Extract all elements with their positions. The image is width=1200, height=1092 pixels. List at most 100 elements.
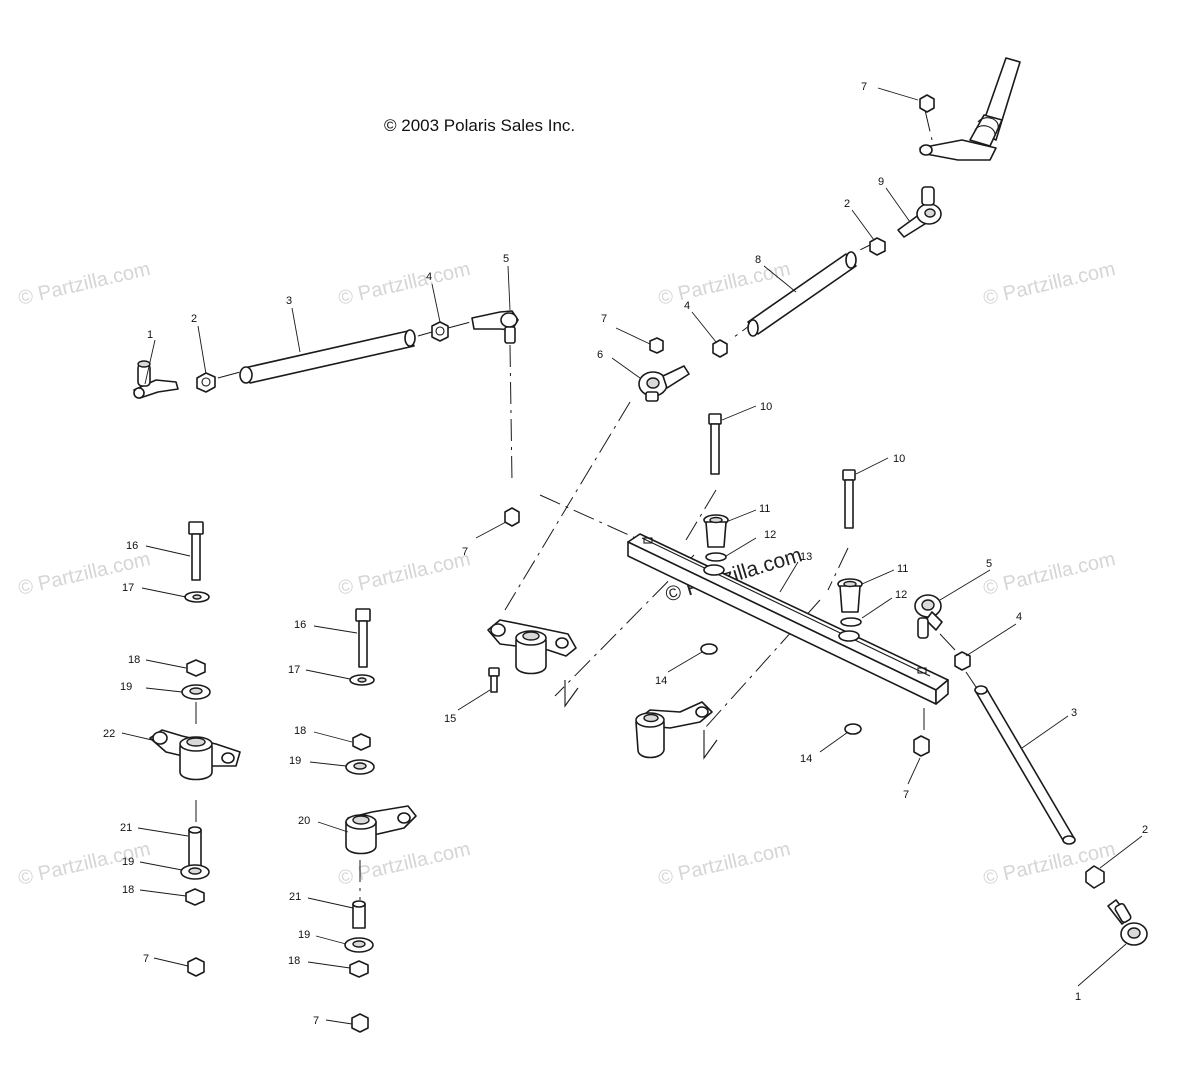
callout-19: 19 [289, 755, 301, 767]
tie-rod-tube-left [239, 329, 416, 384]
nut-7-center [504, 507, 520, 527]
copyright-notice: © 2003 Polaris Sales Inc. [384, 116, 575, 135]
callout-7: 7 [861, 81, 867, 93]
callout-21: 21 [289, 891, 301, 903]
callout-10: 10 [760, 401, 772, 413]
callout-14: 14 [655, 675, 667, 687]
callout-3: 3 [286, 295, 292, 307]
callout-22: 22 [103, 728, 115, 740]
jam-nut-left [196, 372, 216, 393]
callout-7: 7 [903, 789, 909, 801]
tie-rod-tube-lower-right [974, 685, 1076, 845]
spacer-19-middle-top [345, 759, 375, 775]
callout-7: 7 [462, 546, 468, 558]
watermark: © Partzilla.com [16, 258, 152, 310]
sleeve-21-left [188, 826, 202, 867]
steering-post [919, 57, 1021, 161]
bolt-15 [488, 667, 500, 693]
watermark: © Partzilla.com [656, 258, 792, 310]
callout-2: 2 [191, 313, 197, 325]
callout-4: 4 [684, 300, 690, 312]
callout-19: 19 [298, 929, 310, 941]
bolt-10-right [842, 469, 856, 529]
tie-rod-end-center [638, 365, 690, 402]
callout-12: 12 [764, 529, 776, 541]
spacer-19-left-top [181, 684, 211, 700]
callout-7: 7 [313, 1015, 319, 1027]
callout-10: 10 [893, 453, 905, 465]
idler-arm-20 [345, 805, 417, 855]
callout-16: 16 [294, 619, 306, 631]
callout-4: 4 [426, 271, 432, 283]
nut-7-middle-bottom [351, 1013, 369, 1033]
callouts: 1 2 3 4 5 7 9 2 8 4 7 6 10 10 11 12 13 1… [103, 81, 1148, 1027]
bushing-11-right [837, 578, 863, 613]
tie-rod-end-steering [897, 186, 942, 238]
callout-2: 2 [1142, 824, 1148, 836]
tie-rod-end-right-upper [914, 594, 943, 639]
callout-15: 15 [444, 713, 456, 725]
bolt-10-left [708, 413, 722, 475]
nut-18-middle-bottom [349, 960, 369, 978]
jam-nut-left-outer [431, 321, 449, 342]
callout-6: 6 [597, 349, 603, 361]
nut-14 [700, 643, 862, 735]
watermark: © Partzilla.com [336, 548, 472, 600]
jam-nut-lower-right [1085, 865, 1105, 889]
callout-1: 1 [147, 329, 153, 341]
nut-steering-top [919, 94, 935, 113]
bolt-16-left [188, 521, 204, 581]
callout-8: 8 [755, 254, 761, 266]
alignment-lines [195, 109, 979, 900]
callout-17: 17 [288, 664, 300, 676]
jam-nut-center [712, 339, 728, 358]
watermark: © Partzilla.com [336, 258, 472, 310]
spacer-19-middle-bottom [344, 937, 374, 953]
callout-18: 18 [288, 955, 300, 967]
callout-13: 13 [800, 551, 812, 563]
callout-11: 11 [897, 563, 908, 575]
jam-nut-right [954, 651, 971, 671]
crossmember [627, 533, 949, 705]
idler-arm-center-left [487, 619, 577, 675]
watermark: © Partzilla.com [656, 838, 792, 890]
nut-7-crossmember [913, 735, 930, 757]
callout-19: 19 [122, 856, 134, 868]
callout-2: 2 [844, 198, 850, 210]
callout-17: 17 [122, 582, 134, 594]
callout-18: 18 [122, 884, 134, 896]
callout-1: 1 [1075, 991, 1081, 1003]
callout-7: 7 [143, 953, 149, 965]
watermark-layer: © Partzilla.com © Partzilla.com © Partzi… [16, 258, 1117, 890]
bushing-11-left [703, 514, 729, 548]
idler-arm-center-right [635, 701, 713, 759]
callout-18: 18 [294, 725, 306, 737]
callout-5: 5 [986, 558, 992, 570]
callout-9: 9 [878, 176, 884, 188]
jam-nut-upper-right [869, 237, 886, 256]
callout-14: 14 [800, 753, 812, 765]
bolt-16-middle [355, 608, 371, 668]
callout-3: 3 [1071, 707, 1077, 719]
spacer-19-left-bottom [180, 864, 210, 880]
callout-19: 19 [120, 681, 132, 693]
callout-7: 7 [601, 313, 607, 325]
callout-11: 11 [759, 503, 770, 515]
tie-rod-end-left [133, 360, 179, 399]
callout-4: 4 [1016, 611, 1022, 623]
sleeve-21-middle [352, 900, 366, 929]
watermark: © Partzilla.com [981, 548, 1117, 600]
callout-12: 12 [895, 589, 907, 601]
nut-18-left-bottom [185, 888, 205, 906]
washer-17-left [184, 591, 210, 603]
tie-rod-tube-upper-right [747, 251, 857, 337]
tie-rod-end-left-outer [471, 310, 519, 344]
watermark: © Partzilla.com [981, 258, 1117, 310]
nut-7-left-bottom [187, 957, 205, 977]
nut-center-top [649, 337, 664, 354]
leader-lines [121, 87, 1143, 1025]
washer-17-middle [349, 674, 375, 686]
idler-arm-22 [149, 729, 241, 781]
callout-21: 21 [120, 822, 132, 834]
callout-18: 18 [128, 654, 140, 666]
